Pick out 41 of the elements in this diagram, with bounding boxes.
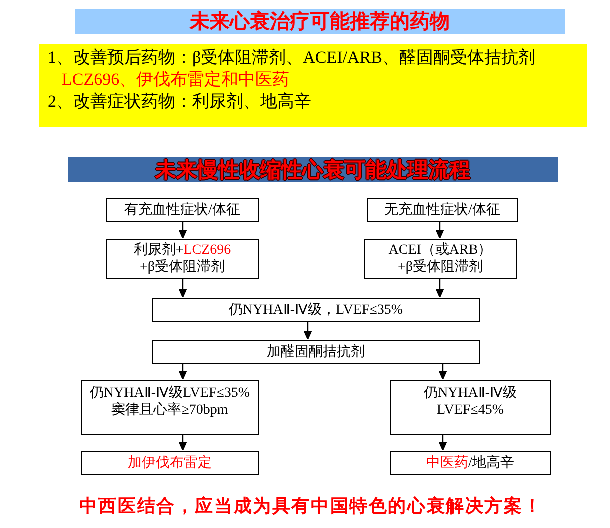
box-label: 利尿剂+ — [134, 243, 184, 258]
note-panel — [39, 44, 587, 127]
arrow — [436, 222, 444, 239]
process-box — [106, 198, 259, 222]
process-box — [81, 451, 259, 475]
box-label: 无充血性症状/体征 — [384, 202, 500, 218]
process-box — [367, 198, 518, 222]
arrow — [439, 435, 447, 451]
box-label: LCZ696 — [184, 243, 232, 258]
arrow — [436, 279, 444, 298]
note-text: 1、改善预后药物：β受体阻滞剂、ACEI/ARB、醛固酮受体拮抗剂 — [48, 47, 536, 69]
process-box — [81, 380, 259, 435]
note-text: LCZ696、伊伐布雷定和中医药 — [62, 69, 290, 91]
box-label: 加伊伐布雷定 — [128, 454, 212, 472]
box-label: 仍NYHAⅡ-Ⅳ级LVEF≤35% 窦律且心率≥70bpm — [88, 385, 252, 419]
caption-text: 中西医结合，应当成为具有中国特色的心衰解决方案！ — [79, 495, 543, 518]
process-box — [152, 340, 480, 364]
box-label: 有充血性症状/体征 — [124, 202, 240, 218]
process-box — [106, 239, 259, 279]
process-box — [390, 451, 551, 475]
title-banner — [68, 157, 558, 182]
box-label: ACEI（或ARB） +β受体阻滞剂 — [388, 242, 494, 276]
box-label: +β受体阻滞剂 — [140, 259, 226, 276]
arrow — [179, 279, 187, 298]
box-label: 仍NYHAⅡ-Ⅳ级 LVEF≤45% — [422, 385, 518, 419]
banner-title: 未来慢性收缩性心衰可能处理流程 — [156, 156, 470, 184]
box-label: /地高辛 — [468, 456, 514, 470]
box-label: 仍NYHAⅡ-Ⅳ级，LVEF≤35% — [228, 302, 404, 318]
arrow — [304, 322, 312, 340]
box-label: 中医药 — [426, 456, 469, 470]
process-box — [152, 298, 480, 322]
arrow — [179, 222, 187, 239]
process-box — [364, 239, 517, 279]
process-box — [390, 380, 551, 435]
note-text: 2、改善症状药物：利尿剂、地高辛 — [48, 91, 312, 113]
arrow — [179, 435, 187, 451]
banner-title: 未来心衰治疗可能推荐的药物 — [190, 8, 450, 35]
title-banner — [75, 9, 565, 34]
box-label: 加醛固酮拮抗剂 — [267, 344, 365, 360]
arrow — [179, 364, 187, 380]
arrow — [439, 364, 447, 380]
